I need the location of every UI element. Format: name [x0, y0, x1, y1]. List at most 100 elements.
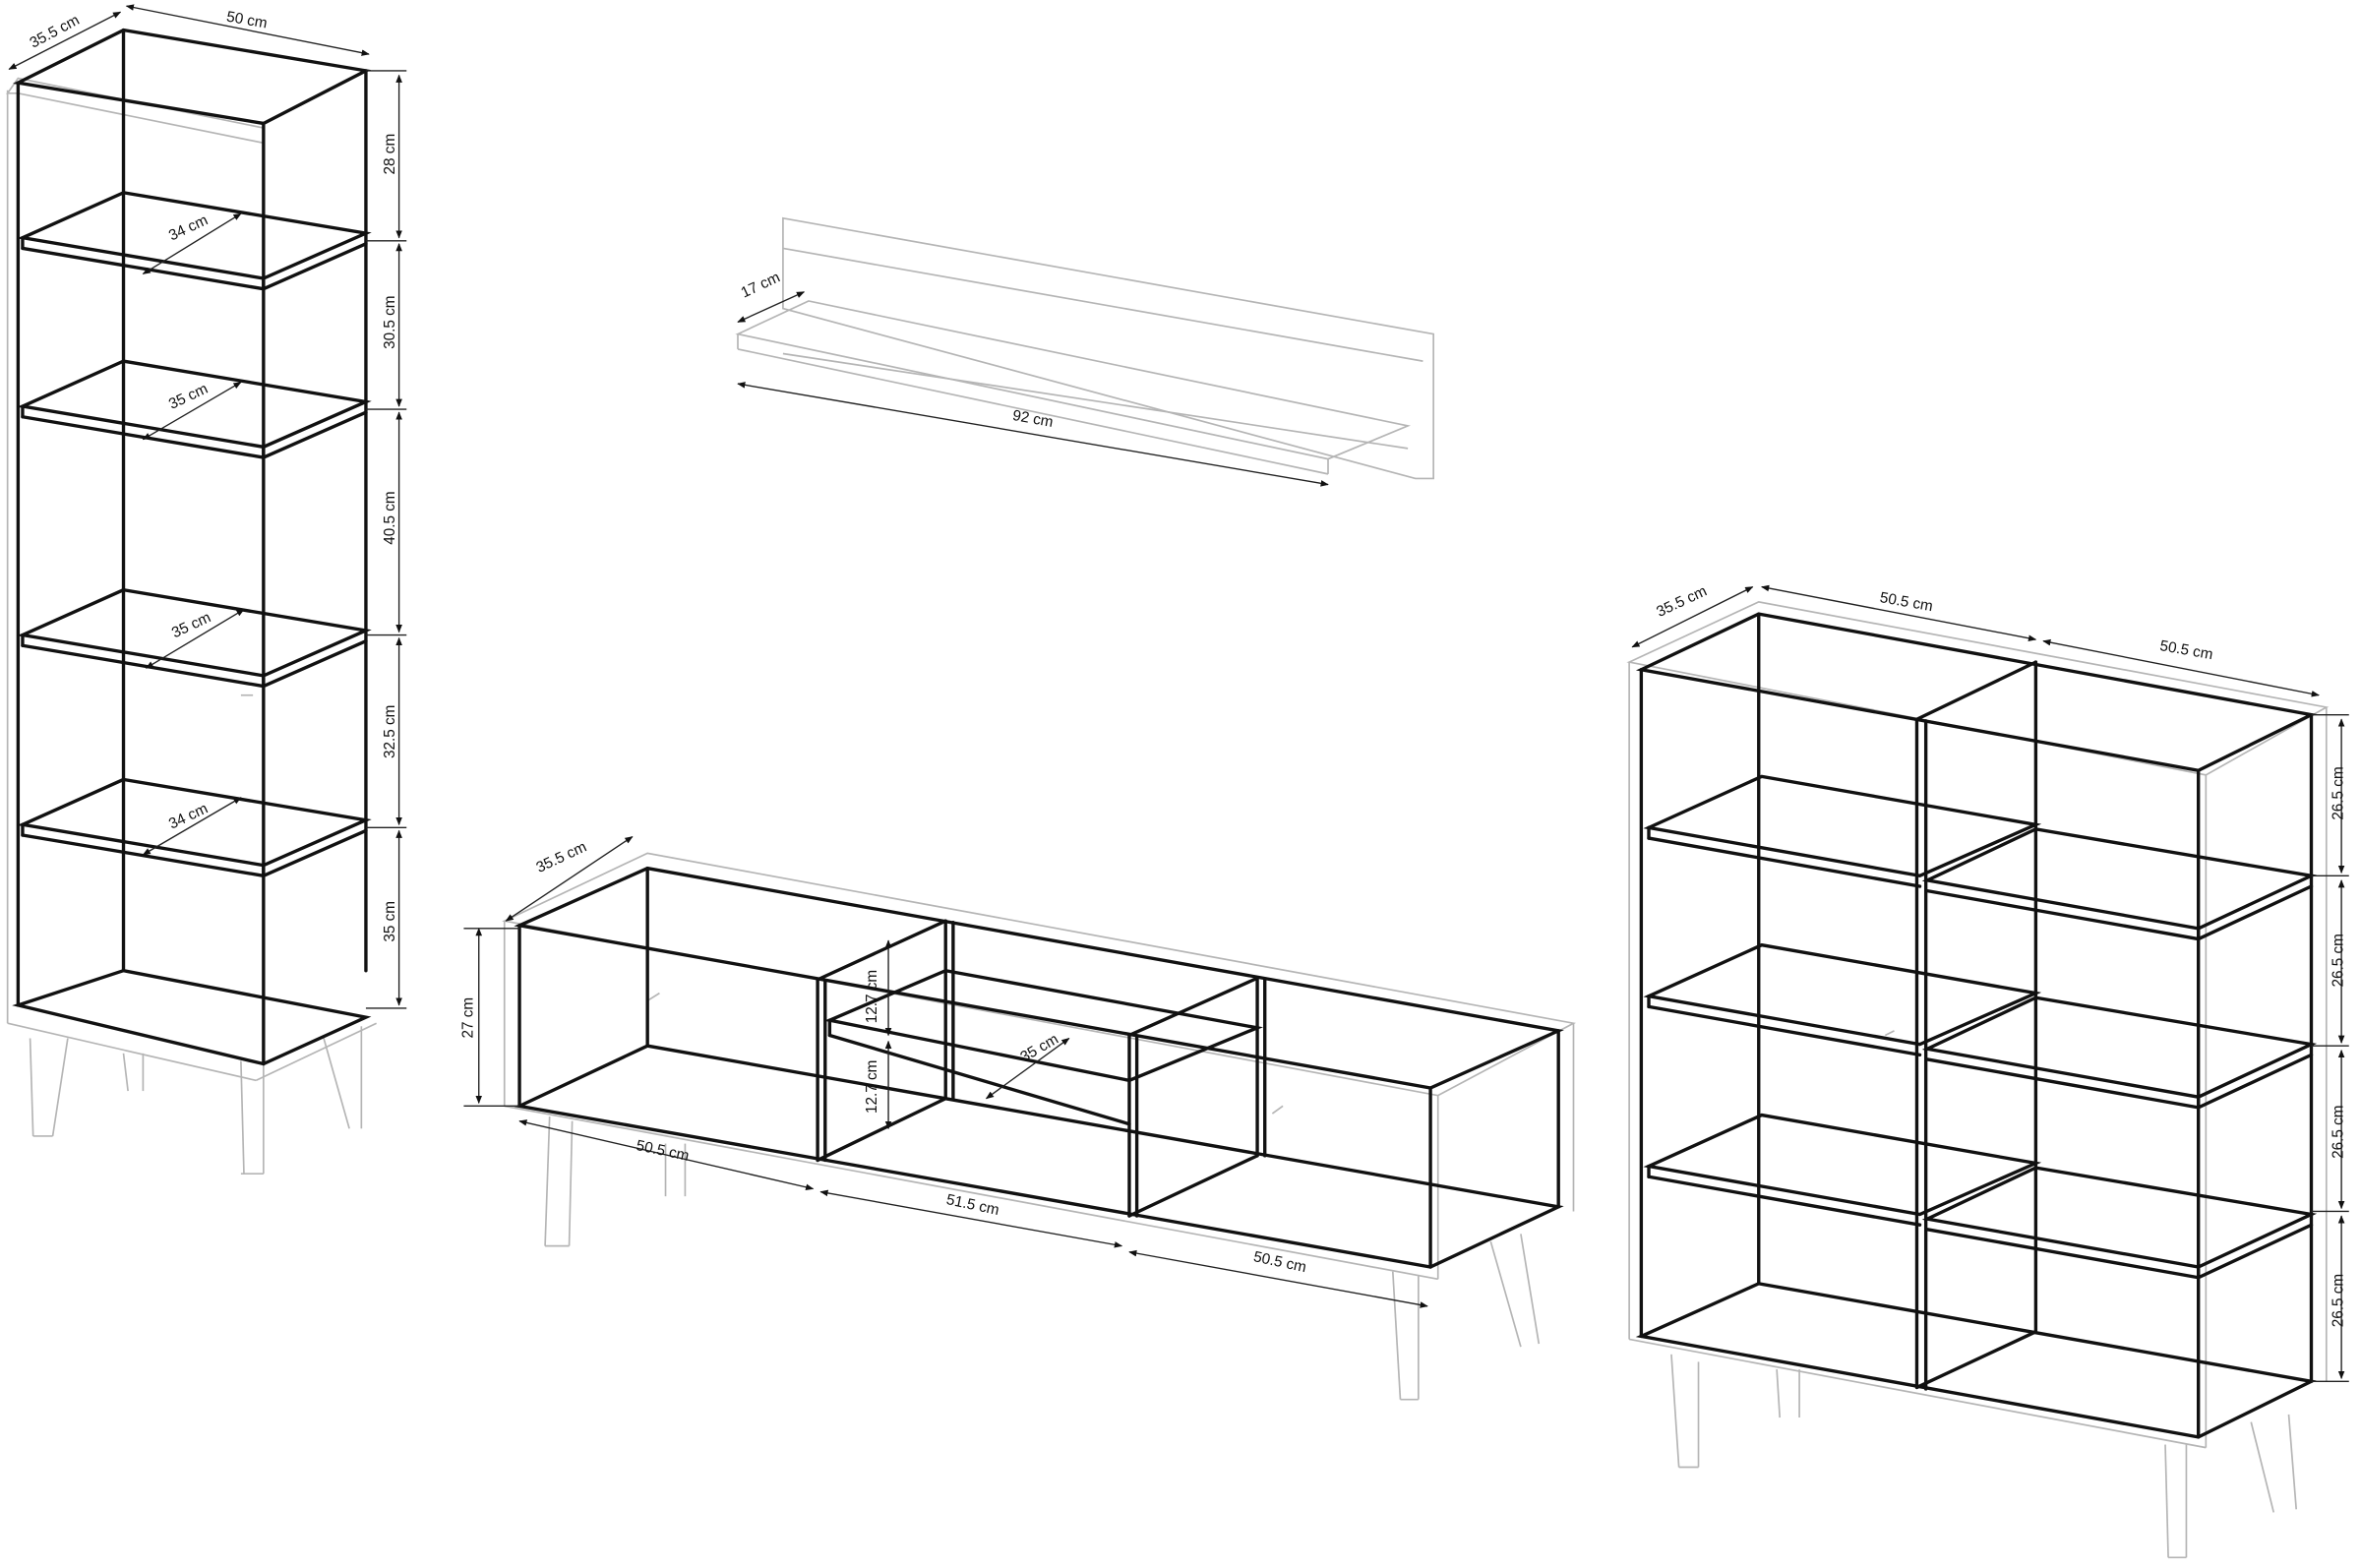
edge-line	[2197, 884, 2314, 941]
dim-height-label: 26.5 cm	[2331, 934, 2347, 987]
dim-width-label: 51.5 cm	[944, 1191, 1000, 1219]
leg-outline	[1520, 1234, 1541, 1345]
edge-line	[1127, 1154, 1259, 1218]
leg-outline	[240, 1060, 245, 1175]
edge-line	[1914, 660, 2038, 721]
shelf-outline	[1643, 774, 2042, 878]
leg-outline	[122, 1053, 129, 1092]
dimension-arrow	[819, 1189, 1123, 1248]
edge-line	[1127, 976, 1259, 1038]
dim-depth-label: 17 cm	[739, 270, 783, 302]
bottom-outline	[12, 968, 372, 1066]
dimension-arrow	[142, 797, 242, 856]
dim-height-label: 26.5 cm	[2331, 1274, 2347, 1327]
dim-height-label: 30.5 cm	[382, 295, 398, 348]
leg-outline	[1776, 1369, 1782, 1418]
dim-height-label: 40.5 cm	[382, 491, 398, 544]
leg-outline	[1489, 1240, 1522, 1348]
shelf-depth-label: 34 cm	[166, 211, 211, 244]
edge-line	[262, 242, 368, 291]
edge-line	[1925, 1228, 2201, 1280]
leg-outline	[2164, 1444, 2169, 1558]
middle-shelf-outline	[823, 968, 1263, 1083]
dimension-arrow	[985, 1037, 1070, 1100]
leg-outline	[1391, 1271, 1402, 1400]
dimension-arrow	[1128, 1249, 1428, 1308]
dimension-arrow	[737, 382, 1329, 487]
leg-outline	[51, 1038, 69, 1137]
leg-outline	[323, 1038, 350, 1129]
furniture-outlines	[12, 28, 2318, 1439]
tv-unit-labels: 35.5 cm 27 cm 12.7 cm 12.7 cm 35 cm 50.5…	[460, 838, 1308, 1276]
tall-bookcase-labels: 35.5 cm 50 cm 28 cm 30.5 cm 40.5 cm 32.5…	[28, 9, 398, 942]
dimension-arrow	[1631, 585, 1754, 648]
dim-height-label: 26.5 cm	[2331, 1106, 2347, 1159]
leg-outline	[1670, 1354, 1680, 1468]
dimension-arrow	[518, 1119, 815, 1191]
shelf-outline	[1921, 1166, 2318, 1269]
shelf-depth-label: 35 cm	[166, 381, 211, 413]
knob-outline	[646, 992, 660, 1001]
dimension-arrow	[145, 608, 245, 669]
dimension-arrow	[142, 212, 242, 275]
dimension-arrow	[142, 381, 242, 441]
dim-width-label: 50.5 cm	[635, 1137, 691, 1165]
dim-height-label: 26.5 cm	[2331, 766, 2347, 819]
edge-line	[782, 352, 1409, 450]
leg-outline	[568, 1120, 574, 1246]
edge-line	[816, 919, 947, 982]
leg-outline	[2250, 1421, 2275, 1513]
edge-line	[2197, 1223, 2314, 1280]
shelf-outline	[1921, 995, 2318, 1099]
back-panel-outline	[782, 216, 1434, 480]
edge-line	[1925, 1057, 2201, 1110]
edge-line	[262, 410, 368, 459]
dimension-lines	[8, 4, 2349, 1382]
edge-line	[255, 1022, 378, 1082]
compartment-height-label: 12.7 cm	[864, 970, 880, 1023]
shelf-board-outline	[735, 300, 1411, 460]
edge-line	[1647, 1004, 1922, 1057]
knob-outline	[1271, 1105, 1284, 1115]
top-outline	[12, 28, 372, 126]
dimension-arrow	[505, 835, 634, 922]
edge-line	[1914, 1330, 2038, 1390]
edge-line	[262, 828, 368, 877]
edge-line	[7, 1022, 257, 1082]
dimension-arrow	[2042, 638, 2320, 697]
dimension-arrow	[737, 291, 806, 323]
dim-height-label: 27 cm	[460, 997, 477, 1039]
edge-line	[21, 833, 266, 877]
dim-height-label: 28 cm	[382, 134, 398, 175]
dim-depth-label: 35.5 cm	[1654, 582, 1710, 620]
dim-width-label: 50 cm	[225, 9, 269, 32]
dim-height-label: 32.5 cm	[382, 705, 398, 758]
edge-line	[504, 1105, 1438, 1281]
leg-outline	[2287, 1414, 2298, 1510]
shelf-outline	[1643, 1113, 2042, 1217]
edge-line	[1628, 1338, 2207, 1449]
dimension-arrow	[8, 11, 122, 70]
shelf-outline	[1643, 942, 2042, 1047]
edge-line	[21, 643, 266, 689]
shelf-depth-label: 35 cm	[169, 609, 213, 641]
edge-line	[1647, 1175, 1922, 1227]
edge-line	[1925, 888, 2201, 941]
edge-line	[21, 415, 266, 459]
leg-outline	[29, 1038, 34, 1136]
compartment-height-label: 12.7 cm	[864, 1060, 880, 1114]
bottom-outline	[514, 1044, 1564, 1269]
dim-width-label: 50.5 cm	[2158, 637, 2214, 663]
edge-line	[262, 638, 368, 689]
edge-line	[782, 247, 1423, 362]
edge-line	[816, 1097, 947, 1163]
knob-outline	[1884, 1030, 1895, 1037]
dim-width-label: 92 cm	[1011, 407, 1055, 431]
dim-height-label: 35 cm	[382, 901, 398, 942]
leg-outline	[544, 1116, 551, 1246]
top-ghost	[502, 852, 1577, 1097]
edge-line	[2197, 1053, 2314, 1110]
edge-line	[1647, 836, 1922, 888]
dimension-arrow	[1761, 584, 2037, 641]
